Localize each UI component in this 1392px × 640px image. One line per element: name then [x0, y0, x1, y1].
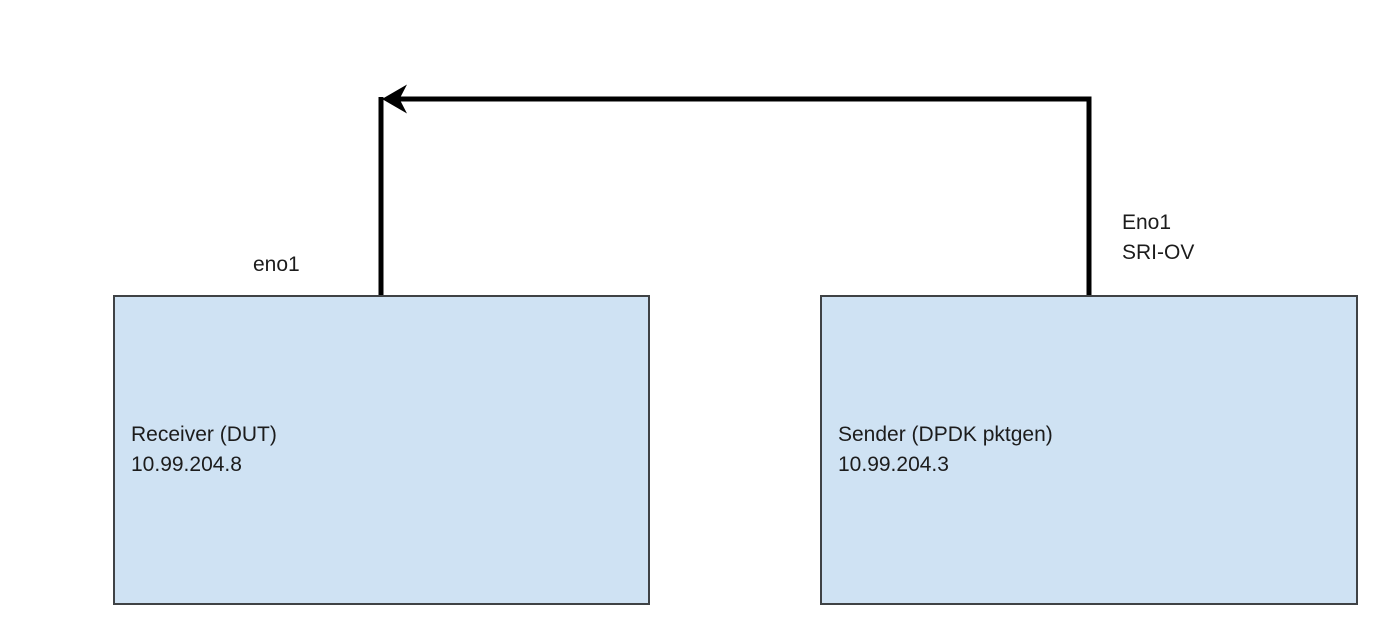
node-sender: Sender (DPDK pktgen) 10.99.204.3	[820, 295, 1358, 605]
arrowhead-left-icon	[382, 84, 407, 114]
sender-port-label-line2: SRI-OV	[1122, 241, 1195, 264]
receiver-port-label: eno1	[253, 250, 300, 280]
sender-to-receiver-connector-line	[399, 96, 1092, 296]
node-sender-name: Sender (DPDK pktgen)	[838, 423, 1053, 446]
node-receiver: Receiver (DUT) 10.99.204.8	[113, 295, 650, 605]
node-receiver-ip: 10.99.204.8	[131, 453, 242, 476]
node-sender-ip: 10.99.204.3	[838, 453, 949, 476]
receiver-port-label-line: eno1	[253, 253, 300, 276]
sender-port-label: Eno1 SRI-OV	[1122, 208, 1194, 268]
sender-port-label-line1: Eno1	[1122, 211, 1172, 234]
node-receiver-name: Receiver (DUT)	[131, 423, 277, 446]
